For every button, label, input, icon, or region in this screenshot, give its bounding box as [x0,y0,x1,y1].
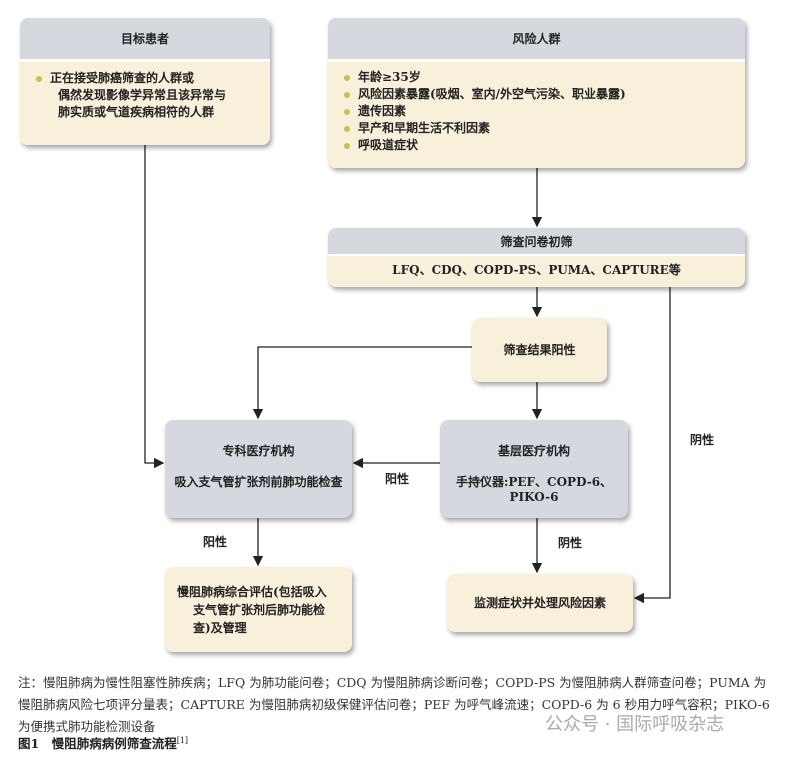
assessment-box: 慢阻肺病综合评估(包括吸入 支气管扩张剂后肺功能检 查)及管理 [165,567,352,652]
primary-title: 基层医疗机构 [497,444,570,458]
label-positive: 阳性 [203,535,228,549]
primary-care-box: 基层医疗机构 手持仪器:PEF、COPD-6、PIKO-6 [440,420,628,518]
specialist-title: 专科医疗机构 [222,444,295,458]
risk-item: 年龄≥35岁 [338,69,735,86]
specialist-subtitle: 吸入支气管扩张剂前肺功能检查 [174,475,343,489]
questionnaire-box: 筛查问卷初筛 LFQ、CDQ、COPD-PS、PUMA、CAPTURE等 [328,228,745,287]
target-title: 目标患者 [20,18,270,62]
arrow-questionnaire-negative [633,287,671,604]
assessment-line: 支气管扩张剂后肺功能检 [193,603,326,617]
risk-item: 遗传因素 [338,103,735,120]
target-item: 正在接受肺癌筛查的人群或偶然发现影像学异常且该异常与肺实质或气道疾病相符的人群 [30,70,260,121]
label-positive: 阳性 [385,472,410,486]
label-negative: 阴性 [690,433,715,447]
risk-item: 呼吸道症状 [338,137,735,154]
arrow-positive-to-specialist [252,346,472,420]
watermark: 公众号 · 国际呼吸杂志 [545,714,725,735]
questionnaire-list: LFQ、CDQ、COPD-PS、PUMA、CAPTURE等 [328,256,745,287]
risk-item: 早产和早期生活不利因素 [338,120,735,137]
label-negative: 阴性 [558,536,583,550]
positive-result-box: 筛查结果阳性 [472,318,607,382]
risk-population-box: 风险人群 年龄≥35岁 风险因素暴露(吸烟、室内/外空气污染、职业暴露) 遗传因… [328,18,745,168]
footnote: 注：慢阻肺病为慢性阻塞性肺疾病；LFQ 为肺功能问卷；CDQ 为慢阻肺病诊断问卷… [18,675,770,734]
risk-item: 风险因素暴露(吸烟、室内/外空气污染、职业暴露) [338,86,735,103]
assessment-line: 查)及管理 [193,621,247,635]
primary-subtitle: 手持仪器:PEF、COPD-6、PIKO-6 [455,475,613,504]
figure-caption: 图1 慢阻肺病病例筛查流程[1] [18,735,189,751]
specialist-box: 专科医疗机构 吸入支气管扩张剂前肺功能检查 [165,420,352,518]
monitor-box: 监测症状并处理风险因素 [447,574,633,632]
risk-title: 风险人群 [328,18,745,62]
assessment-line: 慢阻肺病综合评估(包括吸入 [177,585,327,599]
arrow-target-to-specialist [144,145,165,469]
questionnaire-title: 筛查问卷初筛 [328,228,745,256]
target-patients-box: 目标患者 正在接受肺癌筛查的人群或偶然发现影像学异常且该异常与肺实质或气道疾病相… [20,18,270,145]
